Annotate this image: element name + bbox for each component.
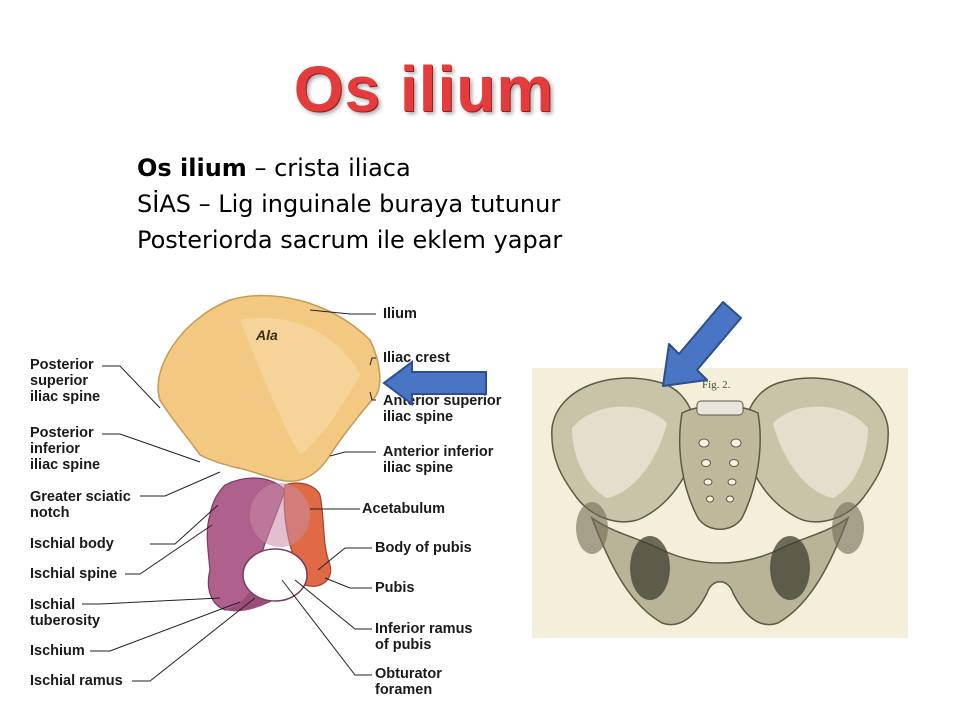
sketch-caption: Fig. 2. bbox=[702, 379, 731, 391]
label-ischium: Ischium bbox=[30, 643, 85, 659]
arrow-left-icon bbox=[382, 360, 487, 406]
label-ischial-body: Ischial body bbox=[30, 536, 114, 552]
label-ischial-tuberosity: Ischial tuberosity bbox=[30, 597, 101, 629]
label-anterior-inferior-iliac-spine: Anterior inferior iliac spine bbox=[383, 444, 494, 476]
bullet-line-3: Posteriorda sacrum ile eklem yapar bbox=[137, 226, 563, 254]
label-obturator-foramen: Obturator foramen bbox=[375, 666, 442, 698]
slide-title: Os ilium bbox=[293, 53, 555, 125]
hip-bone-diagram bbox=[82, 294, 381, 682]
label-anterior-superior-iliac-spine: Anterior superior iliac spine bbox=[383, 393, 502, 425]
label-ilium: Ilium bbox=[383, 306, 417, 322]
label-inferior-ramus-of-pubis: Inferior ramus of pubis bbox=[375, 621, 473, 653]
label-ischial-spine: Ischial spine bbox=[30, 566, 118, 582]
label-acetabulum: Acetabulum bbox=[362, 501, 445, 517]
label-ischial-ramus: Ischial ramus bbox=[30, 673, 123, 689]
label-body-of-pubis: Body of pubis bbox=[375, 540, 472, 556]
label-posterior-superior-iliac-spine: Posterior superior iliac spine bbox=[30, 357, 101, 405]
arrow-down-left-icon bbox=[662, 301, 742, 387]
bullet-list: Os ilium – crista iliaca SİAS – Lig ingu… bbox=[137, 150, 562, 258]
pelvis-engraving: Fig. 2. bbox=[532, 368, 908, 638]
bullet-line-2: SİAS – Lig inguinale buraya tutunur bbox=[137, 190, 561, 218]
label-iliac-crest: Iliac crest bbox=[383, 350, 450, 366]
label-posterior-inferior-iliac-spine: Posterior inferior iliac spine bbox=[30, 425, 101, 473]
label-greater-sciatic-notch: Greater sciatic notch bbox=[30, 489, 131, 521]
bullet-line-1: Os ilium – crista iliaca bbox=[137, 154, 411, 182]
ala-label: Ala bbox=[256, 327, 278, 343]
obturator-foramen-shape bbox=[242, 548, 308, 602]
label-pubis: Pubis bbox=[375, 580, 415, 596]
